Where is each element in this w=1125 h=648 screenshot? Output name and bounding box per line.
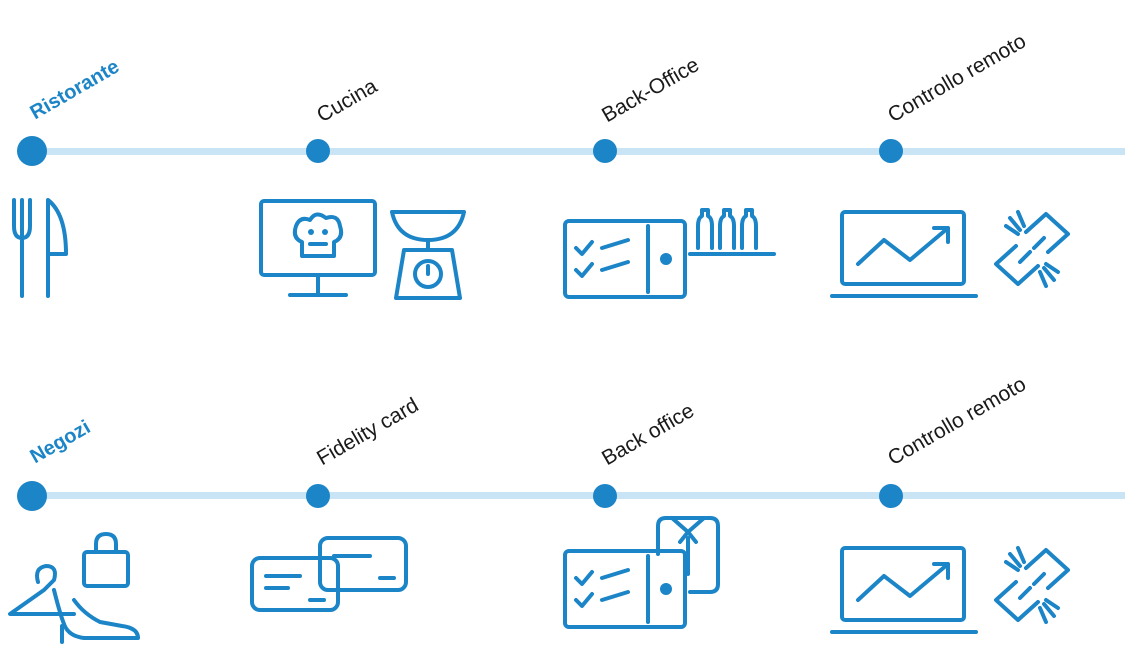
laptop-chart-icon	[830, 208, 978, 300]
timeline-track-negozi	[32, 492, 1125, 499]
checklist-tablet-icon	[562, 218, 692, 302]
step-label-cucina: Cucina	[313, 74, 382, 128]
timeline-dot-controllo-remoto-negozi	[879, 484, 903, 508]
hanger-bag-shoe-icon	[4, 530, 144, 646]
timeline-dot-fidelity-card	[306, 484, 330, 508]
timeline-dot-back-office	[593, 139, 617, 163]
timeline-dot-cucina	[306, 139, 330, 163]
step-label-back-office: Back-Office	[598, 53, 704, 128]
step-label-back-office-negozi: Back office	[598, 399, 699, 471]
kitchen-scale-icon	[388, 206, 468, 302]
timeline-dot-controllo-remoto	[879, 139, 903, 163]
fork-knife-icon	[8, 196, 72, 300]
shirt-box-icon	[654, 514, 724, 596]
checklist-tablet-icon-negozi	[562, 548, 692, 632]
monitor-chef-icon	[258, 198, 380, 300]
bottles-icon	[688, 206, 776, 258]
timeline-start-dot-negozi	[17, 481, 47, 511]
broken-link-icon	[986, 204, 1078, 294]
step-label-controllo-remoto-negozi: Controllo remoto	[884, 372, 1030, 471]
timeline-dot-back-office-negozi	[593, 484, 617, 508]
timeline-track-ristorante	[32, 148, 1125, 155]
laptop-chart-icon-negozi	[830, 544, 978, 636]
loyalty-cards-icon	[248, 534, 410, 614]
step-label-controllo-remoto: Controllo remoto	[884, 29, 1030, 128]
broken-link-icon-negozi	[986, 540, 1078, 630]
timeline-start-dot-ristorante	[17, 136, 47, 166]
row-title-negozi: Negozi	[26, 416, 95, 469]
row-title-ristorante: Ristorante	[26, 55, 124, 125]
step-label-fidelity-card: Fidelity card	[313, 393, 423, 471]
